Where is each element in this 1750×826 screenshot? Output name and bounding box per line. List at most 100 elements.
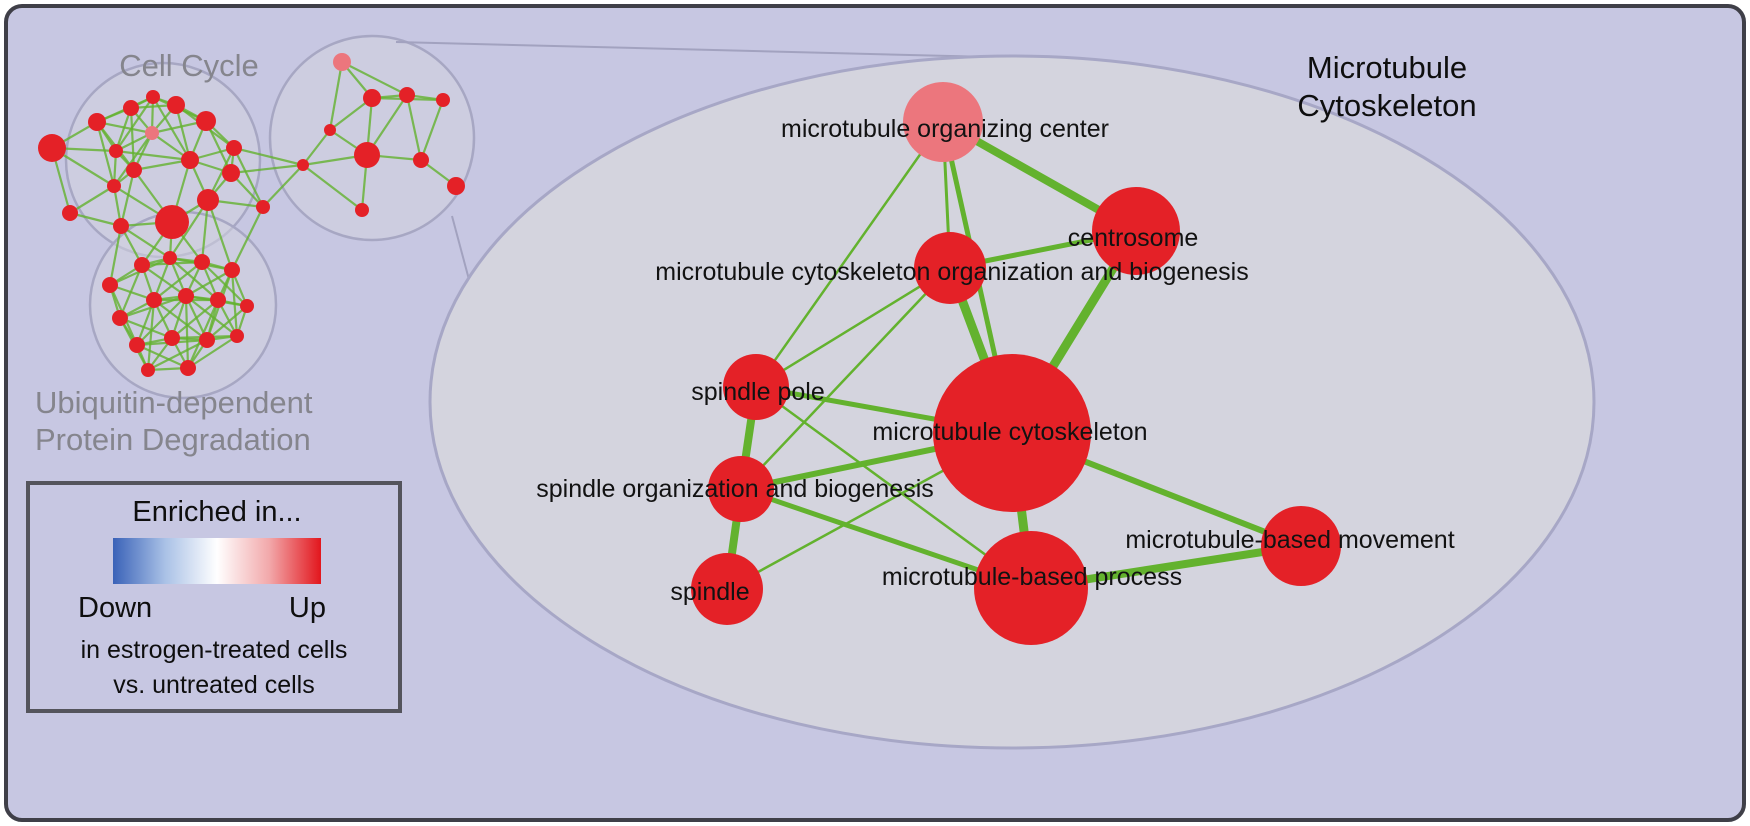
mini-edge [171, 299, 219, 339]
mini-gene-set-node [199, 332, 215, 348]
mini-gene-set-node [230, 329, 244, 343]
mini-edge [328, 61, 344, 131]
node-label-mt_cytoskeleton: microtubule cytoskeleton [872, 418, 1147, 446]
mini-edge [187, 335, 238, 369]
node-label-spindle_pole: spindle pole [691, 378, 824, 406]
mini-edge [118, 264, 144, 319]
legend-caption-line2: vs. untreated cells [113, 671, 315, 699]
mini-edge [184, 295, 190, 369]
node-label-sob: spindle organization and biogenesis [536, 475, 934, 503]
mini-edge [206, 305, 248, 341]
mini-edge [146, 299, 156, 371]
mini-gene-set-node [447, 177, 465, 195]
mini-gene-set-node [88, 113, 106, 131]
node-centrosome [1092, 187, 1180, 275]
mini-edge [341, 61, 408, 96]
mini-edge [115, 149, 191, 162]
mini-edge [69, 185, 115, 214]
node-label-spindle: spindle [670, 578, 749, 606]
mini-edge [136, 343, 189, 370]
mini-edge [185, 269, 233, 297]
mini-gene-set-node [146, 90, 160, 104]
mini-gene-set-node [226, 140, 242, 156]
mini-gene-set-node [180, 360, 196, 376]
mini-edge [169, 199, 209, 259]
mini-edge [233, 146, 304, 167]
mini-gene-set-node [197, 189, 219, 211]
node-mbp [974, 531, 1088, 645]
mini-edge [174, 104, 192, 161]
mini-edge [230, 163, 304, 175]
node-mbm [1261, 506, 1341, 586]
node-label-centrosome: centrosome [1068, 224, 1199, 252]
legend-title: Enriched in... [132, 496, 301, 528]
figure-title-line1: Microtubule [1307, 50, 1467, 85]
node-moc [903, 82, 983, 162]
node-spindle_pole [723, 354, 789, 420]
mini-edge [419, 99, 445, 161]
mini-gene-set-node [333, 53, 351, 71]
mini-edge [147, 339, 208, 371]
node-label-mbm: microtubule-based movement [1125, 526, 1454, 554]
mini-edge [233, 147, 264, 208]
mini-gene-set-node [178, 288, 194, 304]
detail-node-labels: microtubule organizing center centrosome m… [536, 115, 1454, 606]
legend: Enriched in... Down Up in estrogen-treat… [26, 481, 402, 713]
zoom-connector-line [395, 41, 1031, 59]
mini-edge [302, 164, 363, 211]
node-label-mbp: microtubule-based process [882, 563, 1182, 591]
mini-gene-set-node [210, 292, 226, 308]
mini-gene-set-node [112, 310, 128, 326]
mini-gene-set-node [224, 262, 240, 278]
mini-gene-set-node [62, 205, 78, 221]
mini-gene-set-node [102, 277, 118, 293]
mini-gene-set-node [126, 162, 142, 178]
mini-gene-set-node [324, 124, 336, 136]
mini-gene-set-node [134, 257, 150, 273]
mini-gene-set-node [109, 144, 123, 158]
mini-gene-set-node [129, 337, 145, 353]
edge-mcob-sob [739, 266, 952, 491]
mini-gene-set-node [146, 292, 162, 308]
overview-edges [50, 61, 457, 372]
edge-mcob-spindle_pole [754, 266, 952, 389]
mini-edge [119, 169, 136, 227]
node-spindle [691, 553, 763, 625]
mini-edge [302, 129, 331, 166]
mini-edge [136, 295, 187, 346]
mini-gene-set-node [123, 100, 139, 116]
node-sob [708, 456, 774, 522]
legend-up-label: Up [289, 592, 326, 624]
mini-gene-set-node [196, 111, 216, 131]
mini-edge [120, 225, 171, 259]
mini-gene-set-node [164, 330, 180, 346]
edge-moc-spindle_pole [754, 120, 945, 389]
mini-edge [113, 132, 153, 187]
ubiquitin-cluster-label-line2: Protein Degradation [35, 422, 311, 457]
ubiquitin-cluster-label-line1: Ubiquitin-dependent [35, 385, 313, 420]
mini-gene-set-node [413, 152, 429, 168]
mini-gene-set-node [354, 142, 380, 168]
mini-gene-set-node [181, 151, 199, 169]
mini-gene-set-node [297, 159, 309, 171]
mini-gene-set-node [256, 200, 270, 214]
mini-gene-set-node [155, 205, 189, 239]
node-mcob [914, 232, 986, 304]
cell-cycle-cluster-label: Cell Cycle [119, 48, 259, 83]
mini-edge [135, 299, 156, 346]
mini-gene-set-node [113, 218, 129, 234]
mini-edge [119, 316, 173, 340]
mini-gene-set-node [194, 254, 210, 270]
mini-gene-set-node [163, 251, 177, 265]
mini-edge [153, 261, 203, 301]
mini-gene-set-node [355, 203, 369, 217]
mini-gene-set-node [399, 87, 415, 103]
mini-gene-set-node [107, 179, 121, 193]
mini-edge [153, 299, 208, 341]
node-mt_cytoskeleton [933, 354, 1091, 512]
mini-edge [95, 121, 116, 187]
mini-gene-set-node [436, 93, 450, 107]
node-label-moc: microtubule organizing center [781, 115, 1109, 143]
mini-gene-set-node [222, 164, 240, 182]
